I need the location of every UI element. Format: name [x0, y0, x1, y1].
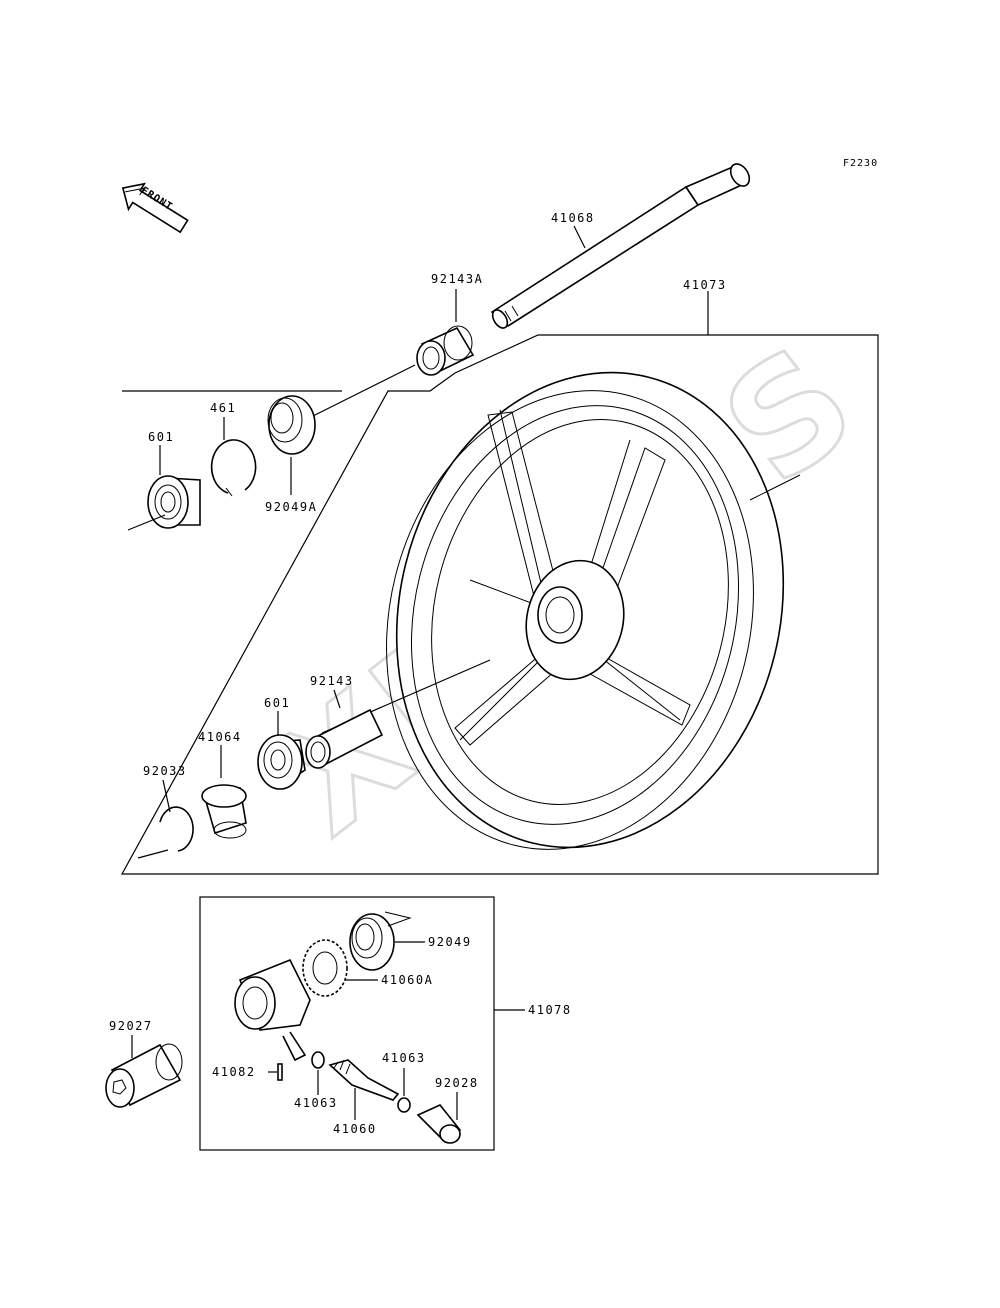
hex-socket-bolt: [105, 1043, 183, 1108]
wheel-rim: [386, 371, 801, 850]
oil-seal-a: [267, 395, 316, 455]
gearbox-housing: [234, 958, 311, 1062]
callout-washer-right: 41063: [382, 1051, 426, 1065]
callout-gearbox-assy: 41078: [528, 1003, 572, 1017]
callout-hub-cover: 41064: [198, 730, 242, 744]
pinion-gear: [328, 1059, 400, 1101]
oil-seal: [349, 913, 395, 971]
callout-hex-bolt: 92027: [109, 1019, 153, 1033]
callout-collar-a: 92143A: [431, 272, 483, 286]
washer-left: [311, 1051, 325, 1069]
collar: [305, 708, 384, 769]
callout-pinion: 41060: [333, 1122, 377, 1136]
callout-circlip: 461: [210, 401, 236, 415]
callout-seal: 92049: [428, 935, 472, 949]
hub-cover: [201, 784, 247, 839]
bearing-top: [147, 475, 201, 529]
gearbox-frame: [199, 896, 495, 1151]
callout-washer-left: 41063: [294, 1096, 338, 1110]
bearing-bottom: [257, 734, 306, 790]
bushing: [416, 1104, 462, 1144]
callout-collar: 92143: [310, 674, 354, 688]
front-axle: [490, 163, 751, 329]
callout-axle: 41068: [551, 211, 595, 225]
callout-snap-ring: 92033: [143, 764, 187, 778]
washer-right: [397, 1097, 411, 1113]
circlip: [210, 439, 257, 497]
callout-bearing-bottom: 601: [264, 696, 290, 710]
snap-ring: [159, 806, 194, 852]
dowel-pin: [277, 1063, 283, 1081]
collar-a: [416, 325, 475, 376]
callout-wheel: 41073: [683, 278, 727, 292]
callout-bearing-top: 601: [148, 430, 174, 444]
callout-seal-a: 92049A: [265, 500, 317, 514]
callout-pin: 41082: [212, 1065, 256, 1079]
speedometer-gear: [302, 939, 348, 997]
front-arrow-icon: [121, 182, 189, 234]
callout-bushing: 92028: [435, 1076, 479, 1090]
diagram-code: F2230: [843, 158, 878, 169]
callout-gear: 41060A: [381, 973, 433, 987]
